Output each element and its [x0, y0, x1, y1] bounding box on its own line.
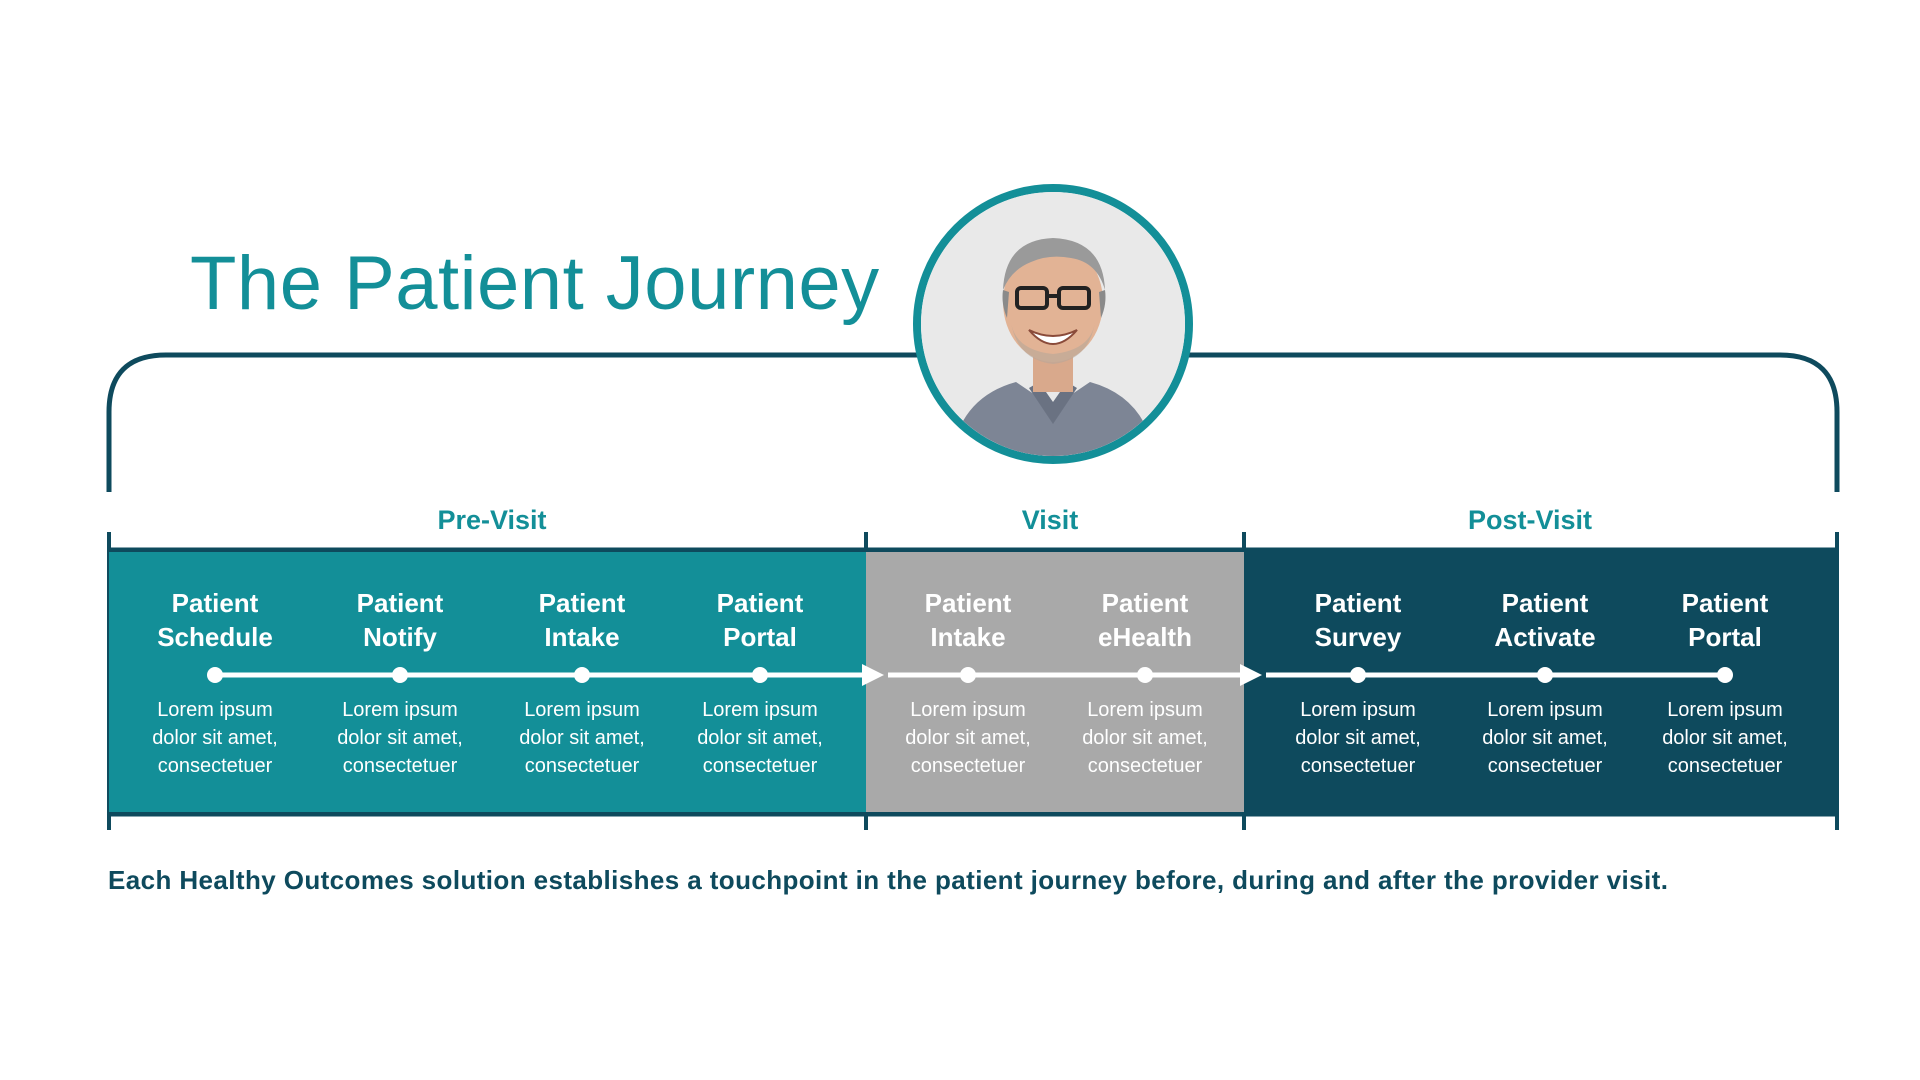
step-description-line: Lorem ipsum	[125, 696, 305, 724]
phase-label-post-visit: Post-Visit	[1468, 505, 1592, 536]
portrait-photo-icon	[921, 192, 1185, 456]
step-description-line: consectetuer	[878, 752, 1058, 780]
step-description-line: consectetuer	[125, 752, 305, 780]
step-description-line: consectetuer	[492, 752, 672, 780]
step-title-line: Activate	[1455, 620, 1635, 654]
step-title-line: Patient	[1055, 586, 1235, 620]
step-title-line: Patient	[670, 586, 850, 620]
step-title-line: Patient	[125, 586, 305, 620]
step-description-line: dolor sit amet,	[1055, 724, 1235, 752]
phase-label-pre-visit: Pre-Visit	[437, 505, 546, 536]
step-title-line: Patient	[492, 586, 672, 620]
step-description-line: Lorem ipsum	[1455, 696, 1635, 724]
step-title-line: Patient	[878, 586, 1058, 620]
step-description-line: consectetuer	[1055, 752, 1235, 780]
step-description-line: dolor sit amet,	[1635, 724, 1815, 752]
step-description-line: dolor sit amet,	[878, 724, 1058, 752]
step-description-line: consectetuer	[670, 752, 850, 780]
page-title: The Patient Journey	[190, 240, 880, 327]
step-description-line: Lorem ipsum	[670, 696, 850, 724]
step-description-line: Lorem ipsum	[878, 696, 1058, 724]
phase-label-visit: Visit	[1022, 505, 1079, 536]
patient-portrait	[913, 184, 1193, 464]
step-description-line: Lorem ipsum	[492, 696, 672, 724]
step-description-line: dolor sit amet,	[125, 724, 305, 752]
step-title-line: Intake	[878, 620, 1058, 654]
step-title-line: Patient	[1268, 586, 1448, 620]
step-description-line: Lorem ipsum	[1268, 696, 1448, 724]
step-title-line: eHealth	[1055, 620, 1235, 654]
step-description-line: consectetuer	[310, 752, 490, 780]
step-description-line: consectetuer	[1268, 752, 1448, 780]
step-description-line: Lorem ipsum	[310, 696, 490, 724]
step-title-line: Schedule	[125, 620, 305, 654]
step-description-line: consectetuer	[1635, 752, 1815, 780]
step-description-line: dolor sit amet,	[1455, 724, 1635, 752]
step-description-line: Lorem ipsum	[1635, 696, 1815, 724]
step-title-line: Patient	[1635, 586, 1815, 620]
step-title-line: Patient	[1455, 586, 1635, 620]
step-description-line: Lorem ipsum	[1055, 696, 1235, 724]
step-title-line: Notify	[310, 620, 490, 654]
step-description-line: dolor sit amet,	[310, 724, 490, 752]
step-title-line: Portal	[670, 620, 850, 654]
journey-caption: Each Healthy Outcomes solution establish…	[108, 865, 1668, 896]
step-title-line: Survey	[1268, 620, 1448, 654]
step-description-line: dolor sit amet,	[670, 724, 850, 752]
step-title-line: Intake	[492, 620, 672, 654]
step-title-line: Portal	[1635, 620, 1815, 654]
step-description-line: dolor sit amet,	[1268, 724, 1448, 752]
step-description-line: dolor sit amet,	[492, 724, 672, 752]
step-description-line: consectetuer	[1455, 752, 1635, 780]
step-title-line: Patient	[310, 586, 490, 620]
